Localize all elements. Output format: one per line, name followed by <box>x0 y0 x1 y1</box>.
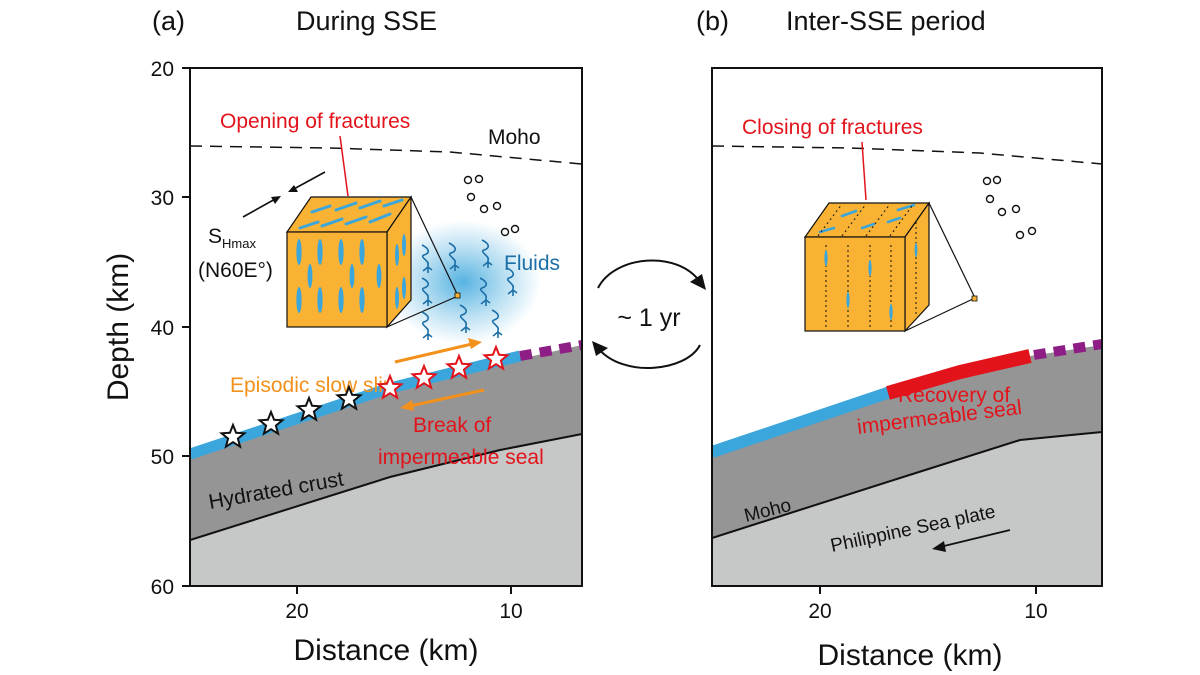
tremor-star-2 <box>294 395 324 422</box>
break-of-seal-label-line1: Break of <box>413 414 491 437</box>
panel-a-plot-area <box>190 145 582 586</box>
recovery-of-seal-label-line1: Recovery of <box>898 384 1010 407</box>
panel-a-title: During SSE <box>296 6 437 36</box>
shmax-direction-label: (N60E°) <box>198 259 273 282</box>
x-tick-10-b: 10 <box>1024 600 1047 623</box>
y-tick-50: 50 <box>151 446 174 469</box>
zoom-line-bottom-b <box>904 297 976 332</box>
cycle-arrowhead-forward <box>690 274 706 290</box>
y-tick-40: 40 <box>151 317 174 340</box>
zoom-line-top <box>410 196 459 297</box>
tremor-star-1 <box>256 409 286 436</box>
hydrated-crust-layer-b <box>712 345 1102 538</box>
panel-a-letter: (a) <box>152 6 185 36</box>
cycle-indicator: ~ 1 yr <box>592 259 706 369</box>
shmax-arrows <box>242 171 326 218</box>
active-tremor-star-7 <box>481 344 511 371</box>
opening-of-fractures-label: Opening of fractures <box>220 110 410 133</box>
break-of-seal-label-line2: impermeable seal <box>378 446 544 469</box>
fluids-label: Fluids <box>504 252 560 275</box>
episodic-slow-slip-label: Episodic slow slip <box>230 374 395 397</box>
oceanic-moho-line-b <box>712 431 1102 539</box>
zoom-source-point <box>454 292 461 299</box>
closing-of-fractures-label: Closing of fractures <box>742 116 923 139</box>
fracture-cube-open <box>285 195 413 329</box>
active-tremor-star-5 <box>409 363 439 390</box>
slip-arrows <box>394 338 485 411</box>
lower-plate-mantle <box>190 434 582 586</box>
panel-b-x-axis: 20 10 Distance (km) <box>808 586 1048 672</box>
tremor-star-3 <box>334 384 364 411</box>
tremor-stars <box>218 344 511 449</box>
active-tremor-star-4 <box>375 373 405 400</box>
moho-label: Moho <box>488 126 541 149</box>
continental-moho-dashed-b <box>712 145 1102 165</box>
lower-plate-mantle-b <box>712 432 1102 586</box>
zoom-source-point-b <box>971 295 978 302</box>
cycle-arrowhead-back <box>592 341 608 356</box>
panel-b-title: Inter-SSE period <box>786 6 986 36</box>
y-axis-label: Depth (km) <box>102 253 135 401</box>
continental-moho-dashed <box>190 145 582 165</box>
x-tick-20: 20 <box>285 600 308 623</box>
opening-leader-line <box>339 135 349 197</box>
seal-dashed-extension-b <box>1033 339 1102 360</box>
fluid-bubbles-b <box>982 175 1037 240</box>
x-tick-10: 10 <box>499 600 522 623</box>
closing-leader-line <box>861 141 867 201</box>
y-tick-30: 30 <box>151 187 174 210</box>
panel-a: (a) During SSE 20 <box>102 6 583 667</box>
panel-b-letter: (b) <box>696 6 729 36</box>
x-axis-label-b: Distance (km) <box>817 639 1002 672</box>
x-tick-20-b: 20 <box>808 600 831 623</box>
seal-dashed-extension <box>519 340 582 361</box>
hydrated-crust-layer <box>190 345 582 540</box>
x-axis-label: Distance (km) <box>293 634 478 667</box>
zoom-line-top-b <box>928 202 976 299</box>
panel-b: (b) Inter-SSE period 20 10 Distance (km)… <box>696 6 1103 672</box>
cycle-arrow-back <box>597 344 701 369</box>
y-tick-20: 20 <box>151 58 174 81</box>
recovered-seal-segment <box>886 349 1032 400</box>
shmax-label: SHmax <box>208 225 256 251</box>
oceanic-moho-line <box>190 433 582 541</box>
cycle-period-label: ~ 1 yr <box>617 304 680 332</box>
y-tick-60: 60 <box>151 576 174 599</box>
plate-motion-arrowhead <box>932 541 946 552</box>
plate-motion-arrow <box>943 529 1011 547</box>
tremor-star-0 <box>218 422 248 449</box>
fluid-layer-slab-top-b <box>712 386 892 458</box>
fluid-bubbles <box>463 174 520 237</box>
fracture-cube-closed <box>803 201 931 333</box>
panel-a-y-axis: 20 30 40 50 60 Depth (km) <box>102 58 190 599</box>
panel-a-x-axis: 20 10 Distance (km) <box>285 586 523 667</box>
panel-b-plot-area <box>712 145 1102 586</box>
panel-b-frame <box>711 67 1103 587</box>
cycle-arrow-forward <box>597 259 701 289</box>
active-tremor-star-6 <box>444 353 474 380</box>
